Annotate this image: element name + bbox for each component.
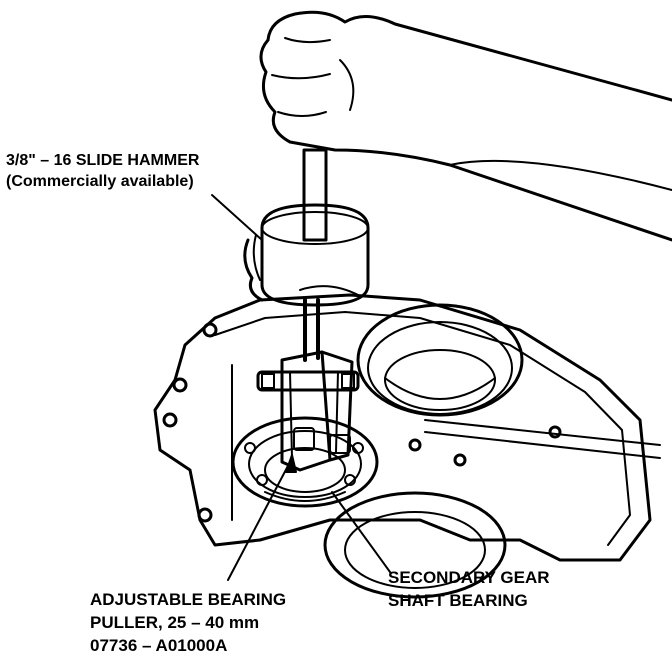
upper-bore xyxy=(356,303,524,417)
lower-bore xyxy=(323,491,507,599)
callout-line: PULLER, 25 – 40 mm xyxy=(90,613,260,632)
callout-line: 3/8" – 16 SLIDE HAMMER xyxy=(6,152,200,169)
callout-line: (Commercially available) xyxy=(6,173,194,190)
callout-secondary-gear-bearing: SECONDARY GEAR SHAFT BEARING xyxy=(388,566,550,612)
callout-slide-hammer: 3/8" – 16 SLIDE HAMMER (Commercially ava… xyxy=(6,150,199,192)
housing-bolt-hole xyxy=(408,438,422,452)
housing-bolt-hole xyxy=(202,322,218,338)
leader-line-slide-hammer xyxy=(211,194,263,241)
leader-line-bearing-puller xyxy=(227,461,291,581)
adjustable-bearing-puller xyxy=(256,298,360,472)
housing-bolt-hole xyxy=(197,507,213,523)
callout-line: 07736 – A01000A xyxy=(90,636,228,655)
housing-bolt-hole xyxy=(548,425,562,439)
leader-lines xyxy=(211,194,391,581)
secondary-gear-shaft-bearing xyxy=(231,416,379,508)
callout-line: ADJUSTABLE BEARING xyxy=(90,590,287,609)
callout-line: SHAFT BEARING xyxy=(388,591,528,610)
hand-illustration xyxy=(259,10,672,242)
transmission-housing xyxy=(153,293,661,562)
housing-bolt-hole xyxy=(453,453,467,467)
callout-line: SECONDARY GEAR xyxy=(388,568,550,587)
arrow-head-icon xyxy=(285,454,297,473)
callout-bearing-puller: ADJUSTABLE BEARING PULLER, 25 – 40 mm 07… xyxy=(90,588,286,657)
housing-bolt-hole xyxy=(162,412,178,428)
housing-bolt-hole xyxy=(172,377,188,393)
leader-line-secondary-bearing xyxy=(331,491,391,573)
slide-hammer xyxy=(243,148,370,307)
